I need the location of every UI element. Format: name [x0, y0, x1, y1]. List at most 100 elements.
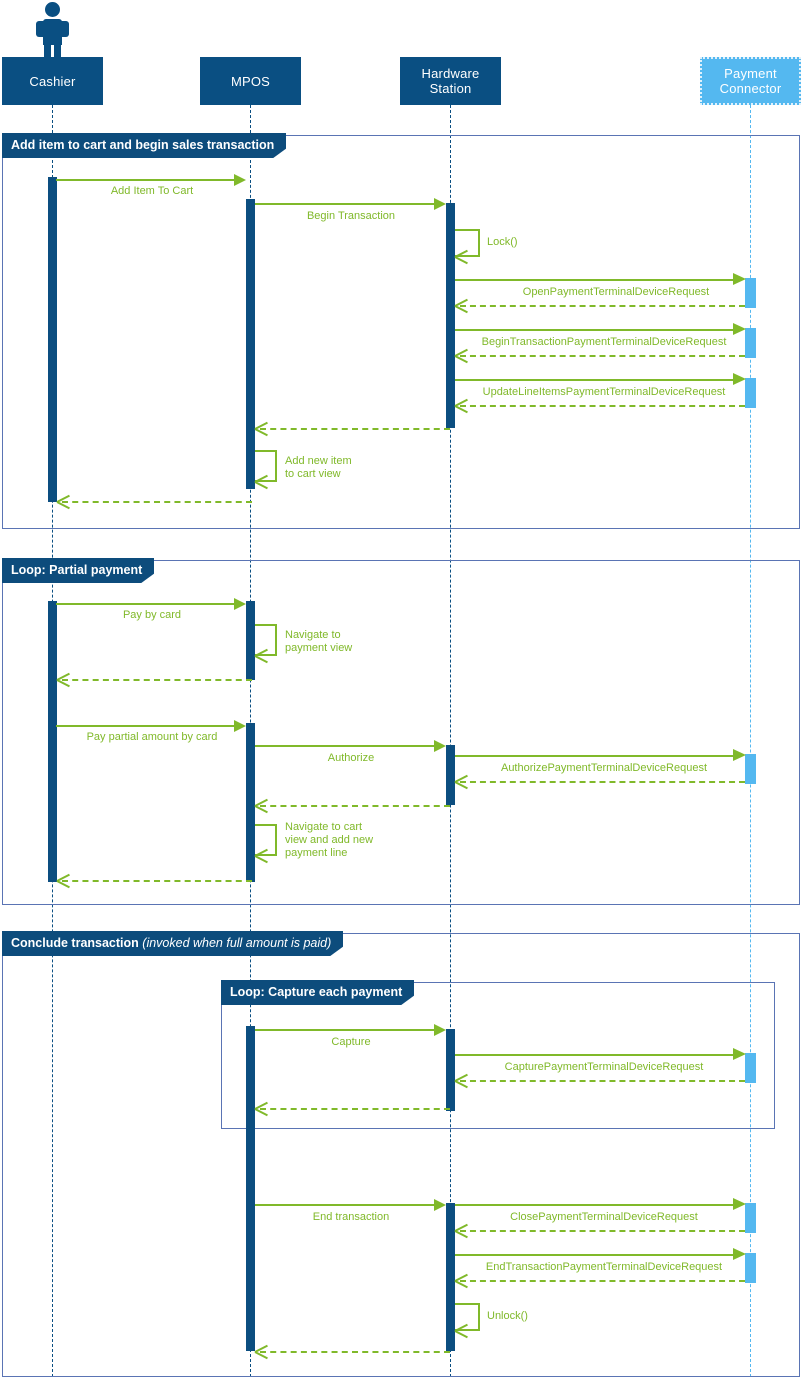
- message-capture-label: Capture: [331, 1036, 371, 1048]
- arrow-capture-payment-terminal-return: [455, 1074, 468, 1087]
- loop-capture-fragment: [221, 982, 775, 1129]
- message-mpos-to-cashier-return-3: [62, 880, 252, 882]
- message-authorize-payment-terminal: [455, 755, 740, 757]
- arrow-capture-payment-terminal: [733, 1048, 746, 1060]
- message-open-payment-terminal: [455, 279, 740, 281]
- self-message-navigate-cart-view-line3: payment line: [285, 847, 348, 859]
- arrow-navigate-cart-view: [255, 849, 268, 862]
- arrow-mpos-to-cashier-return-1: [57, 495, 70, 508]
- arrow-close-payment-terminal: [733, 1198, 746, 1210]
- arrow-open-payment-terminal: [733, 273, 746, 285]
- self-message-add-new-item-line2: to cart view: [285, 468, 341, 480]
- arrow-navigate-payment-view: [255, 649, 268, 662]
- participant-hardware-station[interactable]: Hardware Station: [400, 57, 501, 105]
- message-open-payment-terminal-return: [460, 305, 745, 307]
- message-close-payment-terminal-label: ClosePaymentTerminalDeviceRequest: [510, 1211, 698, 1223]
- arrow-authorize-payment-terminal: [733, 749, 746, 761]
- participant-payment-connector-label: Payment Connector: [719, 66, 782, 96]
- activation-cashier-1: [48, 177, 57, 502]
- message-begin-transaction-payment-terminal: [455, 329, 740, 331]
- conclude-transaction-fragment-label: Conclude transaction (invoked when full …: [2, 931, 343, 956]
- message-pay-partial-amount-label: Pay partial amount by card: [86, 731, 218, 743]
- arrow-authorize: [434, 740, 446, 752]
- message-pay-partial-amount: [56, 725, 240, 727]
- arrow-hardware-to-mpos-return-1: [255, 422, 268, 435]
- arrow-authorize-payment-terminal-return: [455, 775, 468, 788]
- activation-connector-4: [745, 754, 756, 784]
- arrow-end-transaction-payment-terminal-return: [455, 1274, 468, 1287]
- arrow-open-payment-terminal-return: [455, 299, 468, 312]
- arrow-hardware-to-mpos-return-4: [255, 1345, 268, 1358]
- participant-mpos-label: MPOS: [230, 73, 271, 89]
- participant-hardware-station-label: Hardware Station: [421, 66, 480, 96]
- activation-mpos-1: [246, 199, 255, 489]
- message-begin-transaction-label: Begin Transaction: [306, 210, 396, 222]
- message-end-transaction-payment-terminal: [455, 1254, 740, 1256]
- activation-hardware-2: [446, 745, 455, 805]
- self-message-navigate-cart-view-line1: Navigate to cart: [285, 821, 363, 833]
- self-message-lock-label: Lock(): [487, 236, 518, 248]
- message-close-payment-terminal: [455, 1204, 740, 1206]
- message-begin-transaction-payment-terminal-label: BeginTransactionPaymentTerminalDeviceReq…: [481, 336, 727, 348]
- activation-cashier-2: [48, 601, 57, 882]
- message-add-item-to-cart: [56, 179, 240, 181]
- activation-connector-2: [745, 328, 756, 358]
- message-open-payment-terminal-label: OpenPaymentTerminalDeviceRequest: [522, 286, 710, 298]
- arrow-end-transaction: [434, 1199, 446, 1211]
- message-end-transaction-label: End transaction: [312, 1211, 390, 1223]
- message-mpos-to-cashier-return-1: [62, 501, 252, 503]
- message-capture: [255, 1029, 440, 1031]
- activation-hardware-3b: [446, 1203, 455, 1351]
- loop-capture-fragment-label-text: Loop: Capture each payment: [230, 985, 403, 999]
- lifeline-payment-connector: [750, 105, 751, 1377]
- activation-connector-1: [745, 278, 756, 308]
- arrow-unlock: [455, 1324, 468, 1337]
- message-add-item-to-cart-label: Add Item To Cart: [110, 185, 194, 197]
- add-item-fragment-label-text: Add item to cart and begin sales transac…: [11, 138, 275, 152]
- message-mpos-to-cashier-return-2: [62, 679, 252, 681]
- self-message-add-new-item-line1: Add new item: [285, 455, 352, 467]
- message-update-line-items-payment-terminal: [455, 379, 740, 381]
- arrow-pay-by-card: [234, 598, 246, 610]
- self-message-navigate-payment-view-line2: payment view: [285, 642, 353, 654]
- participant-mpos[interactable]: MPOS: [200, 57, 301, 105]
- arrow-update-line-items-payment-terminal: [733, 373, 746, 385]
- activation-hardware-1: [446, 203, 455, 428]
- message-hardware-to-mpos-return-4: [260, 1351, 450, 1353]
- message-pay-by-card-label: Pay by card: [122, 609, 182, 621]
- message-end-transaction-payment-terminal-return: [460, 1280, 745, 1282]
- activation-connector-6: [745, 1203, 756, 1233]
- arrow-end-transaction-payment-terminal: [733, 1248, 746, 1260]
- message-capture-payment-terminal-label: CapturePaymentTerminalDeviceRequest: [504, 1061, 704, 1073]
- arrow-mpos-to-cashier-return-3: [57, 874, 70, 887]
- message-hardware-to-mpos-return-3: [260, 1108, 450, 1110]
- activation-mpos-3: [246, 1026, 255, 1351]
- self-message-navigate-cart-view-line2: view and add new: [285, 834, 374, 846]
- activation-hardware-3a: [446, 1029, 455, 1111]
- participant-payment-connector[interactable]: Payment Connector: [700, 57, 801, 105]
- arrow-begin-transaction-payment-terminal: [733, 323, 746, 335]
- message-hardware-to-mpos-return-1: [260, 428, 450, 430]
- conclude-transaction-fragment: [2, 933, 800, 1377]
- message-hardware-to-mpos-return-2: [260, 805, 450, 807]
- message-capture-payment-terminal-return: [460, 1080, 745, 1082]
- activation-connector-7: [745, 1253, 756, 1283]
- arrow-begin-transaction-payment-terminal-return: [455, 349, 468, 362]
- self-message-add-new-item-label: Add new item to cart view: [285, 455, 352, 481]
- self-message-navigate-payment-view-line1: Navigate to: [285, 629, 341, 641]
- self-message-navigate-payment-view-label: Navigate to payment view: [285, 629, 352, 655]
- participant-cashier[interactable]: Cashier: [2, 57, 103, 105]
- arrow-mpos-to-cashier-return-2: [57, 673, 70, 686]
- message-pay-by-card: [56, 603, 240, 605]
- message-capture-payment-terminal: [455, 1054, 740, 1056]
- arrow-update-line-items-payment-terminal-return: [455, 399, 468, 412]
- message-update-line-items-payment-terminal-return: [460, 405, 745, 407]
- actor-cashier-icon: [36, 2, 69, 60]
- message-authorize-payment-terminal-label: AuthorizePaymentTerminalDeviceRequest: [500, 762, 708, 774]
- message-end-transaction: [255, 1204, 440, 1206]
- activation-connector-3: [745, 378, 756, 408]
- loop-partial-payment-fragment-label-text: Loop: Partial payment: [11, 563, 143, 577]
- message-close-payment-terminal-return: [460, 1230, 745, 1232]
- arrow-hardware-to-mpos-return-2: [255, 799, 268, 812]
